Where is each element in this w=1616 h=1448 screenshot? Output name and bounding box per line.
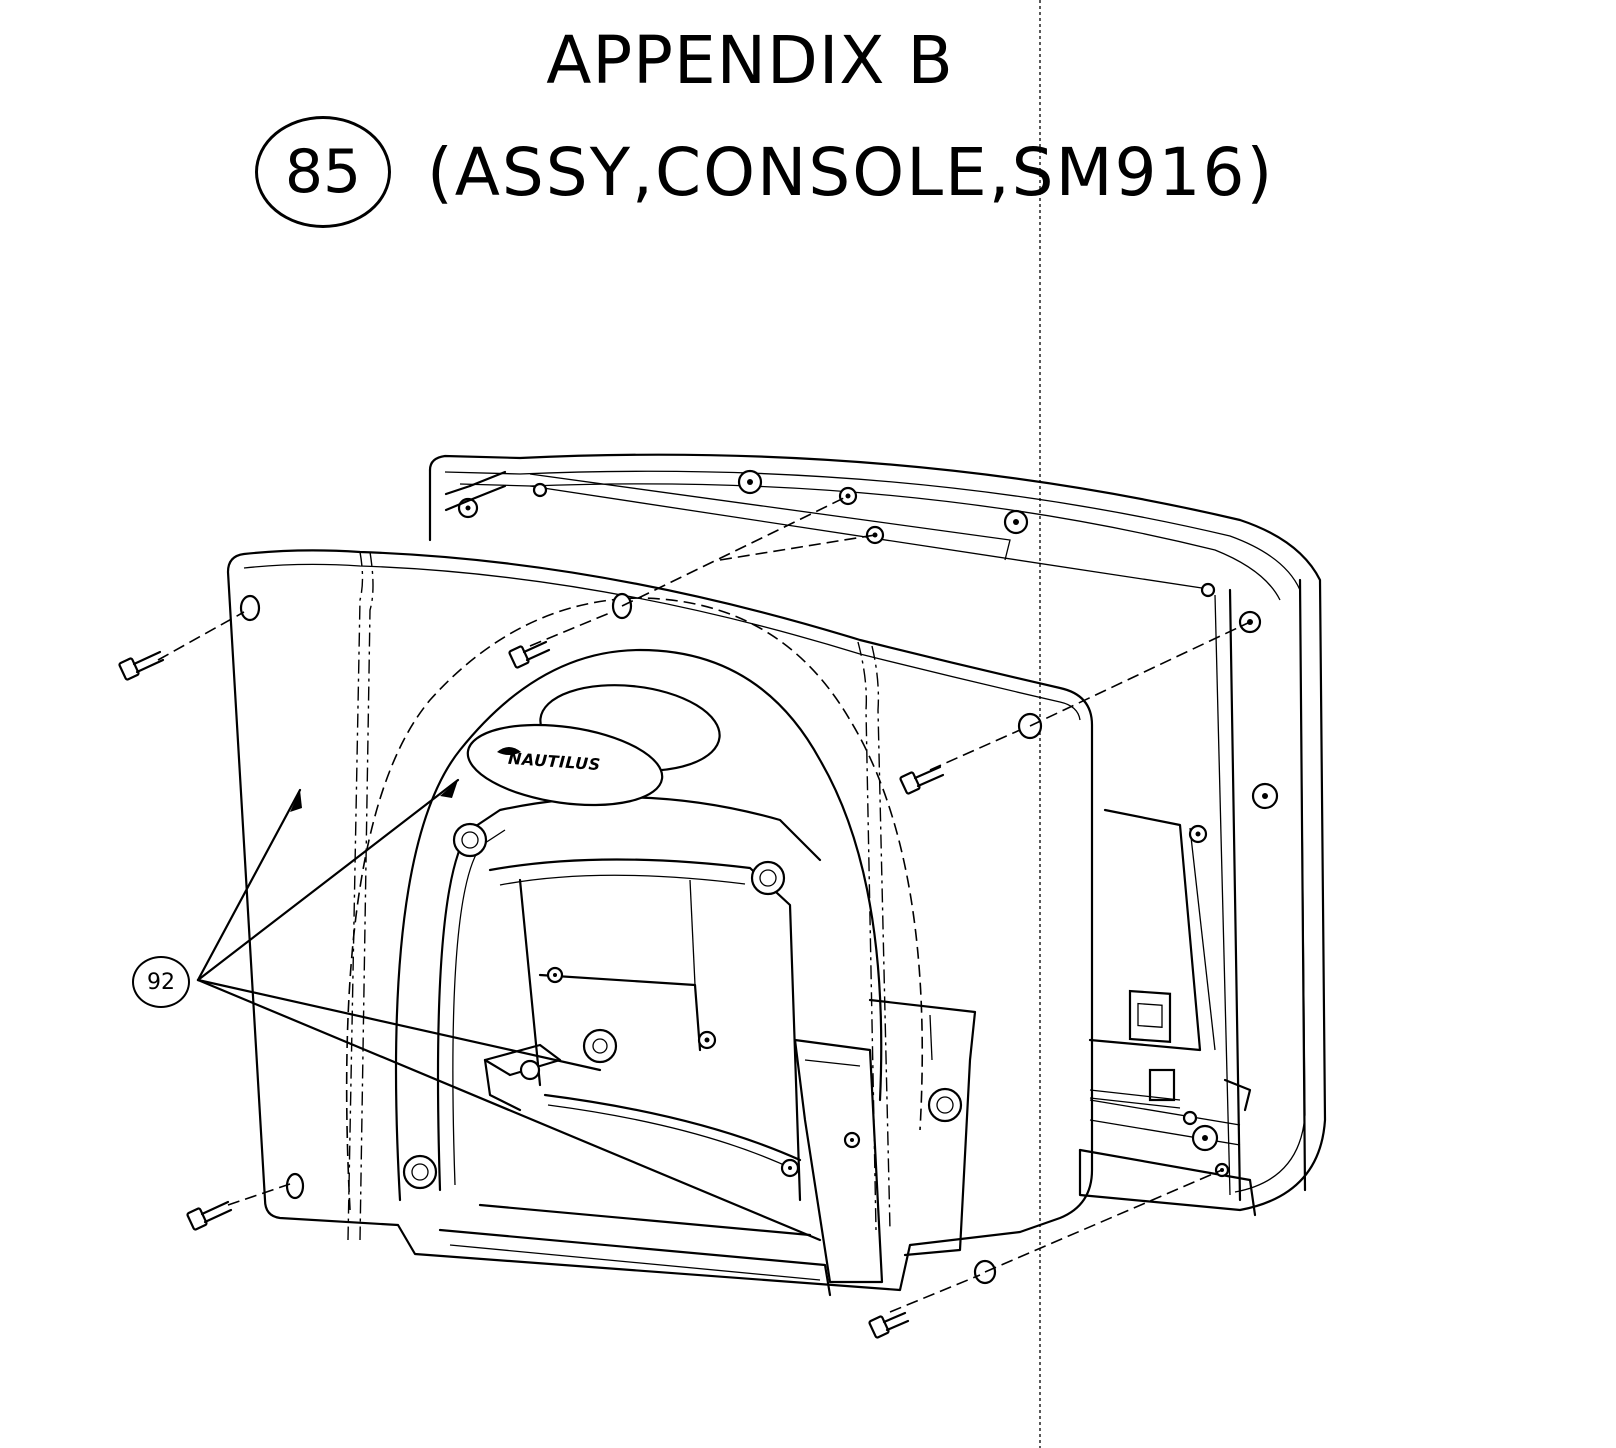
rear-bosses bbox=[444, 469, 1279, 810]
assembly-name: (ASSY,CONSOLE,SM916) bbox=[427, 133, 1275, 211]
rear-housing bbox=[428, 453, 1327, 1217]
assembly-header: 85 (ASSY,CONSOLE,SM916) bbox=[255, 112, 1274, 232]
console-pcb bbox=[1088, 808, 1252, 1178]
screw-bottom-right bbox=[868, 1274, 981, 1339]
page-title: APPENDIX B bbox=[546, 22, 954, 99]
display-bracket bbox=[483, 878, 802, 1178]
front-cover bbox=[226, 549, 1094, 1292]
part-callout-92: 92 bbox=[132, 956, 190, 1008]
screw-top-center bbox=[508, 611, 613, 669]
screw-right bbox=[899, 729, 1021, 795]
callout-92-leaders bbox=[196, 778, 822, 1242]
screw-top-left bbox=[118, 611, 245, 681]
side-latch bbox=[793, 998, 977, 1284]
mounting-screws bbox=[118, 495, 1251, 1339]
screw-bottom-left bbox=[186, 1183, 291, 1231]
logo-badge bbox=[466, 684, 721, 807]
front-lower-tray bbox=[438, 1203, 832, 1297]
assembly-number-callout: 85 bbox=[255, 116, 391, 228]
